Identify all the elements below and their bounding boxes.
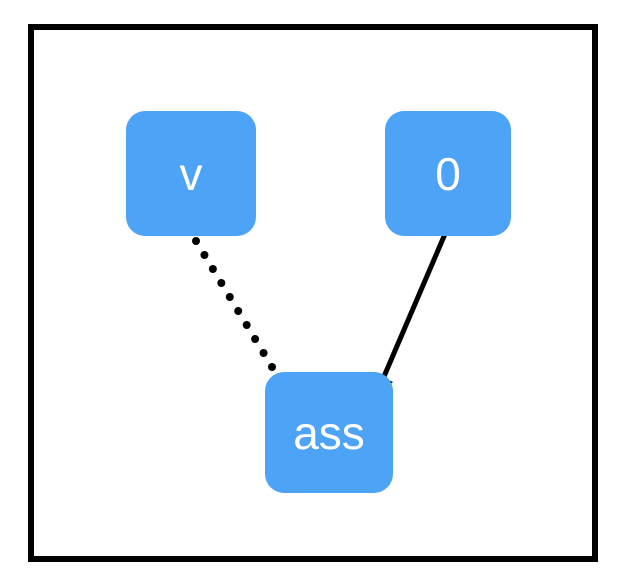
diagram-node-ass-label: ass [293,406,365,459]
diagram-node-v[interactable]: v [126,111,256,236]
diagram-node-zero-label: 0 [435,147,461,200]
diagram-node-zero[interactable]: 0 [385,111,511,236]
diagram-node-v-label: v [179,147,203,200]
diagram-node-ass[interactable]: ass [265,372,393,493]
